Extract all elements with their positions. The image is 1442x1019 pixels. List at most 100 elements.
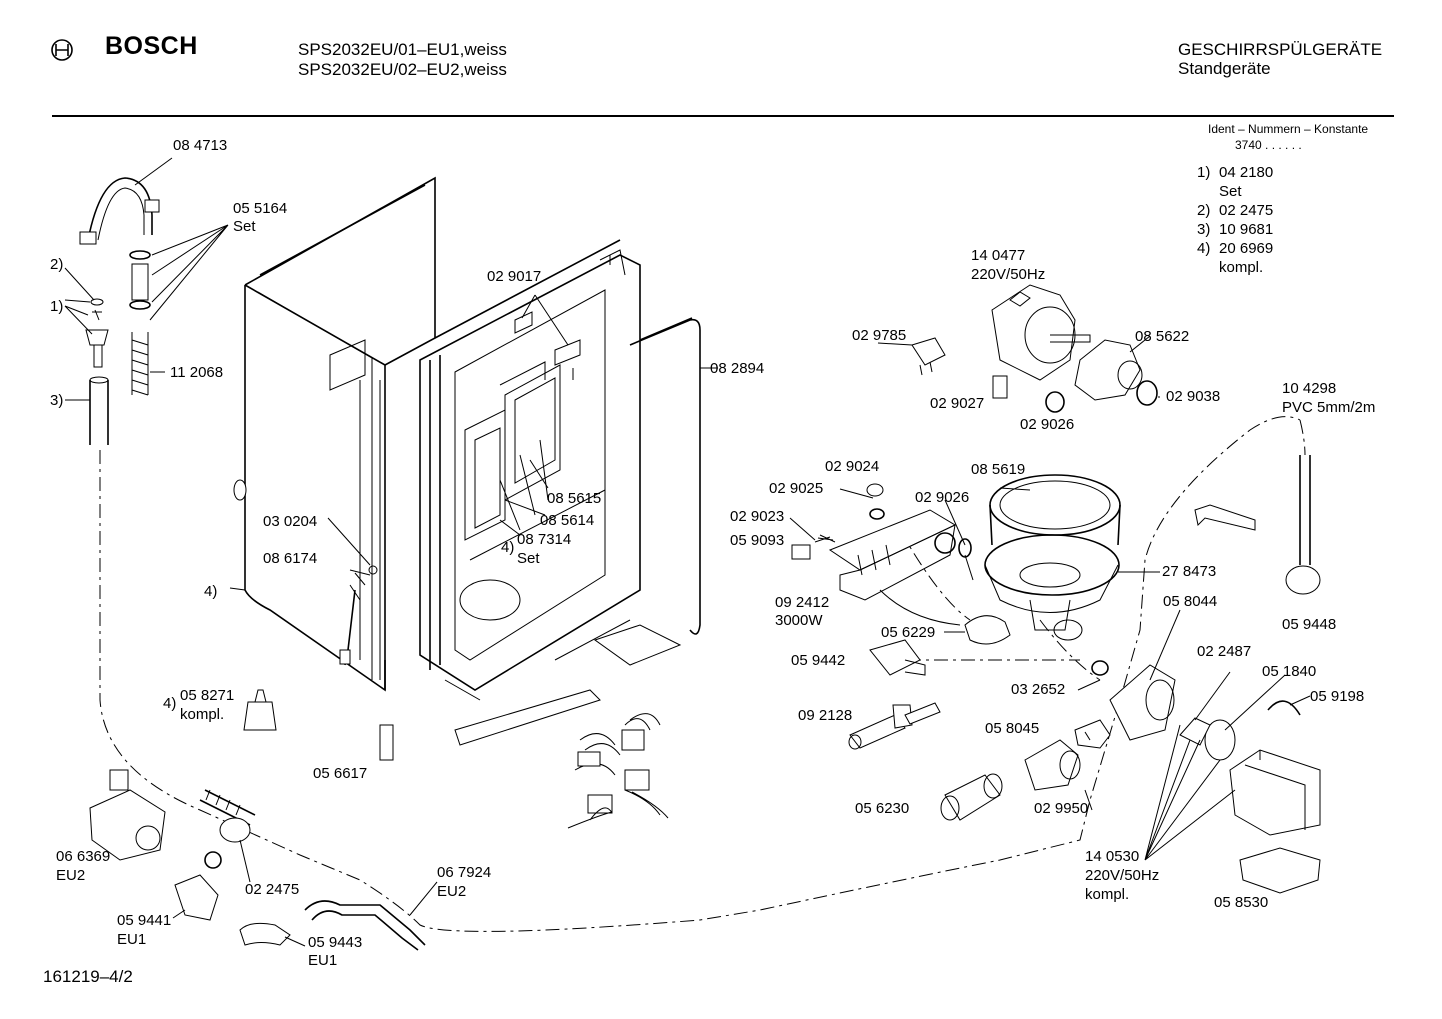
t-fitting-part	[849, 703, 940, 749]
part-label: 05 9093	[730, 532, 785, 549]
inlet-valve-part	[90, 770, 165, 860]
category-title: GESCHIRRSPÜLGERÄTE	[1178, 40, 1383, 59]
callout-label: 1)	[50, 298, 64, 315]
part-label: 02 9023	[730, 508, 785, 525]
part-label: 06 7924	[437, 864, 492, 881]
part-label: 08 7314	[517, 531, 572, 548]
part-label-note: kompl.	[1085, 886, 1130, 903]
part-label: 08 4713	[173, 137, 228, 154]
pressure-switch-part	[1195, 455, 1320, 594]
hose-clamp-set-part	[130, 225, 228, 320]
part-label: 02 2487	[1197, 643, 1252, 660]
bosch-logo-icon	[52, 40, 72, 60]
part-label-note: EU2	[56, 867, 86, 884]
part-label: 08 5619	[971, 461, 1026, 478]
float-switch-part	[244, 690, 276, 730]
ident-item-1-note: Set	[1219, 183, 1242, 200]
inner-filter-panels	[465, 362, 560, 540]
part-label: 10 4298	[1282, 380, 1337, 397]
part-label-note: EU2	[437, 883, 467, 900]
heater-part	[792, 484, 973, 625]
part-label-note: EU1	[117, 931, 147, 948]
part-label-note: kompl.	[180, 706, 225, 723]
callout-label: 4)	[163, 695, 177, 712]
part-label-note: PVC 5mm/2m	[1282, 399, 1376, 416]
part-label: 14 0530	[1085, 848, 1140, 865]
part-label: 05 9198	[1310, 688, 1365, 705]
part-label: 09 2128	[798, 707, 853, 724]
part-label-note: Set	[233, 218, 256, 235]
part-label: 02 9025	[769, 480, 824, 497]
part-label: 06 6369	[56, 848, 111, 865]
part-label: 05 6617	[313, 765, 368, 782]
part-label: 08 2894	[710, 360, 765, 377]
part-label: 05 6229	[881, 624, 936, 641]
part-label: 05 9441	[117, 912, 172, 929]
part-label: 03 0204	[263, 513, 318, 530]
drain-motor-part	[1145, 701, 1320, 860]
part-label: 02 9024	[825, 458, 880, 475]
callout-label: 3)	[50, 392, 64, 409]
ident-item-2: 02 2475	[1219, 202, 1274, 219]
ident-key-2: 2)	[1197, 202, 1211, 219]
part-label: 05 8045	[985, 720, 1040, 737]
part-label: 05 8271	[180, 687, 235, 704]
ident-item-1: 04 2180	[1219, 164, 1274, 181]
bracket-screws-part	[515, 295, 580, 385]
corrugated-hose-part	[132, 332, 165, 395]
part-label: 08 5615	[547, 490, 602, 507]
ident-key-4: 4)	[1197, 240, 1211, 257]
dishwasher-cabinet-frame	[234, 178, 640, 700]
part-label: 03 2652	[1011, 681, 1066, 698]
supply-hose-part	[65, 377, 108, 445]
category-subtitle: Standgeräte	[1178, 59, 1271, 78]
ident-key-3: 3)	[1197, 221, 1211, 238]
pump-housing-part	[1075, 340, 1157, 405]
aquastop-hose-part	[175, 790, 290, 945]
drawing-number: 161219–4/2	[43, 967, 133, 986]
motor-small-parts	[912, 338, 1064, 412]
part-label: 02 9026	[1020, 416, 1075, 433]
outlet-hose-part	[305, 901, 425, 950]
level-sensor-part	[328, 518, 377, 665]
ident-item-3: 10 9681	[1219, 221, 1274, 238]
part-label-note: 220V/50Hz	[971, 266, 1046, 283]
part-label: 05 8044	[1163, 593, 1218, 610]
callout-label: 4)	[501, 539, 515, 556]
wiring-harness-part	[568, 714, 668, 828]
drain-sleeve-part	[941, 774, 1002, 820]
motor-cover-part	[1240, 848, 1320, 893]
hook-bracket-part	[80, 158, 172, 244]
air-break-part	[870, 640, 925, 675]
part-label: 02 9027	[930, 395, 985, 412]
part-label: 05 5164	[233, 200, 288, 217]
part-label: 05 9442	[791, 652, 846, 669]
part-label: 08 5614	[540, 512, 595, 529]
ident-key-1: 1)	[1197, 164, 1211, 181]
part-label: 05 1840	[1262, 663, 1317, 680]
part-label: 02 9026	[915, 489, 970, 506]
ident-value: 3740 . . . . . .	[1235, 138, 1302, 152]
ident-item-4: 20 6969	[1219, 240, 1274, 257]
fitting-screw-part	[65, 268, 108, 367]
connection-hose-part	[965, 616, 1010, 644]
model-line-2: SPS2032EU/02–EU2,weiss	[298, 60, 507, 79]
brand-name: BOSCH	[105, 32, 198, 60]
part-label-note: Set	[517, 550, 540, 567]
callout-label: 4)	[204, 583, 218, 600]
part-label: 02 9038	[1166, 388, 1221, 405]
ident-item-4-note: kompl.	[1219, 259, 1264, 276]
part-label: 05 6230	[855, 800, 910, 817]
part-label: 09 2412	[775, 594, 830, 611]
sump-assembly-part	[985, 475, 1160, 640]
part-label: 27 8473	[1162, 563, 1217, 580]
part-label: 02 9950	[1034, 800, 1089, 817]
part-label: 02 2475	[245, 881, 300, 898]
circulation-motor-part	[992, 285, 1090, 380]
leader-lines	[173, 336, 1310, 946]
part-label-note: 3000W	[775, 612, 823, 629]
part-label: 08 5622	[1135, 328, 1190, 345]
base-rails	[380, 625, 680, 760]
drain-pump-part	[1025, 661, 1175, 790]
